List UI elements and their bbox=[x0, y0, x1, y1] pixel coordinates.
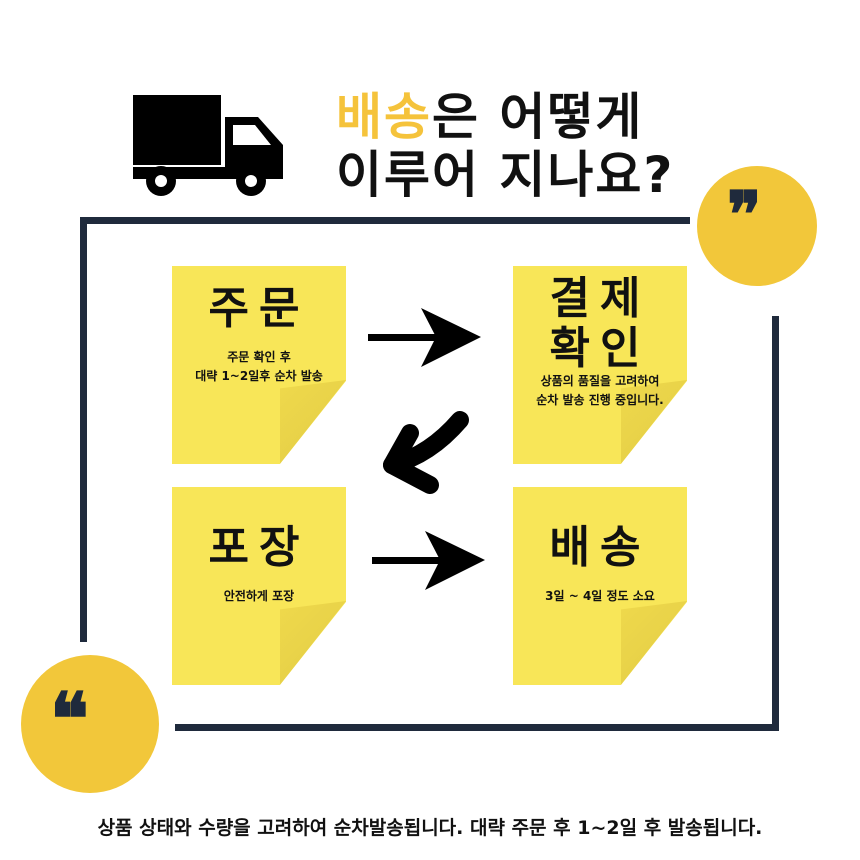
step-heading: 배송 bbox=[549, 522, 651, 573]
open-quote-icon: ❝ bbox=[50, 676, 89, 761]
close-quote-icon: ❞ bbox=[727, 178, 762, 253]
quote-circle-top bbox=[697, 166, 817, 286]
frame-right bbox=[772, 316, 779, 731]
frame-left bbox=[80, 217, 87, 642]
title-line1: 은 어떻게 bbox=[432, 88, 644, 146]
footer-note: 상품 상태와 수량을 고려하여 순차발송됩니다. 대략 주문 후 1~2일 후 … bbox=[97, 817, 763, 839]
title-highlight: 배송 bbox=[336, 88, 432, 146]
step-packing: 포장 안전하게 포장 bbox=[172, 487, 346, 685]
curved-arrow-down-left-icon bbox=[383, 411, 469, 494]
step-heading: 포장 bbox=[208, 522, 310, 573]
quote-circle-bottom bbox=[21, 655, 159, 793]
step-delivery: 배송 3일 ~ 4일 정도 소요 bbox=[513, 487, 687, 685]
step-desc: 안전하게 포장 bbox=[223, 589, 295, 603]
step-heading: 주문 bbox=[208, 283, 310, 334]
page-title: 배송은 어떻게 이루어 지나요? bbox=[336, 88, 674, 204]
frame-top bbox=[80, 217, 690, 224]
frame-bottom bbox=[175, 724, 779, 731]
truck-icon bbox=[133, 95, 283, 196]
arrow-right-icon bbox=[368, 308, 481, 367]
arrow-right-icon bbox=[372, 531, 485, 590]
title-line2: 이루어 지나요? bbox=[336, 146, 675, 204]
step-desc: 3일 ~ 4일 정도 소요 bbox=[545, 589, 655, 603]
